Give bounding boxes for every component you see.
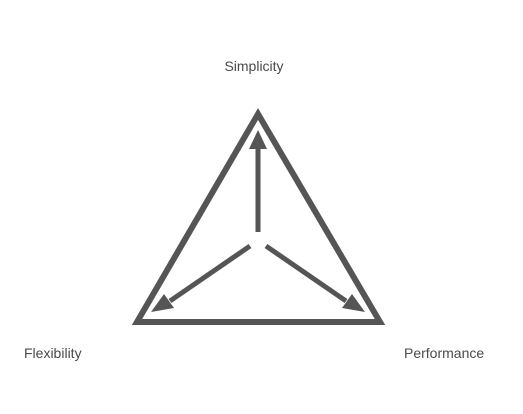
simplicity-label: Simplicity — [224, 58, 284, 74]
performance-label: Performance — [404, 345, 485, 361]
arrow-to-simplicity — [249, 130, 267, 232]
arrow-to-performance — [264, 243, 365, 312]
flexibility-label: Flexibility — [24, 345, 82, 361]
arrow-to-flexibility — [151, 243, 252, 312]
tradeoff-triangle — [131, 108, 386, 325]
